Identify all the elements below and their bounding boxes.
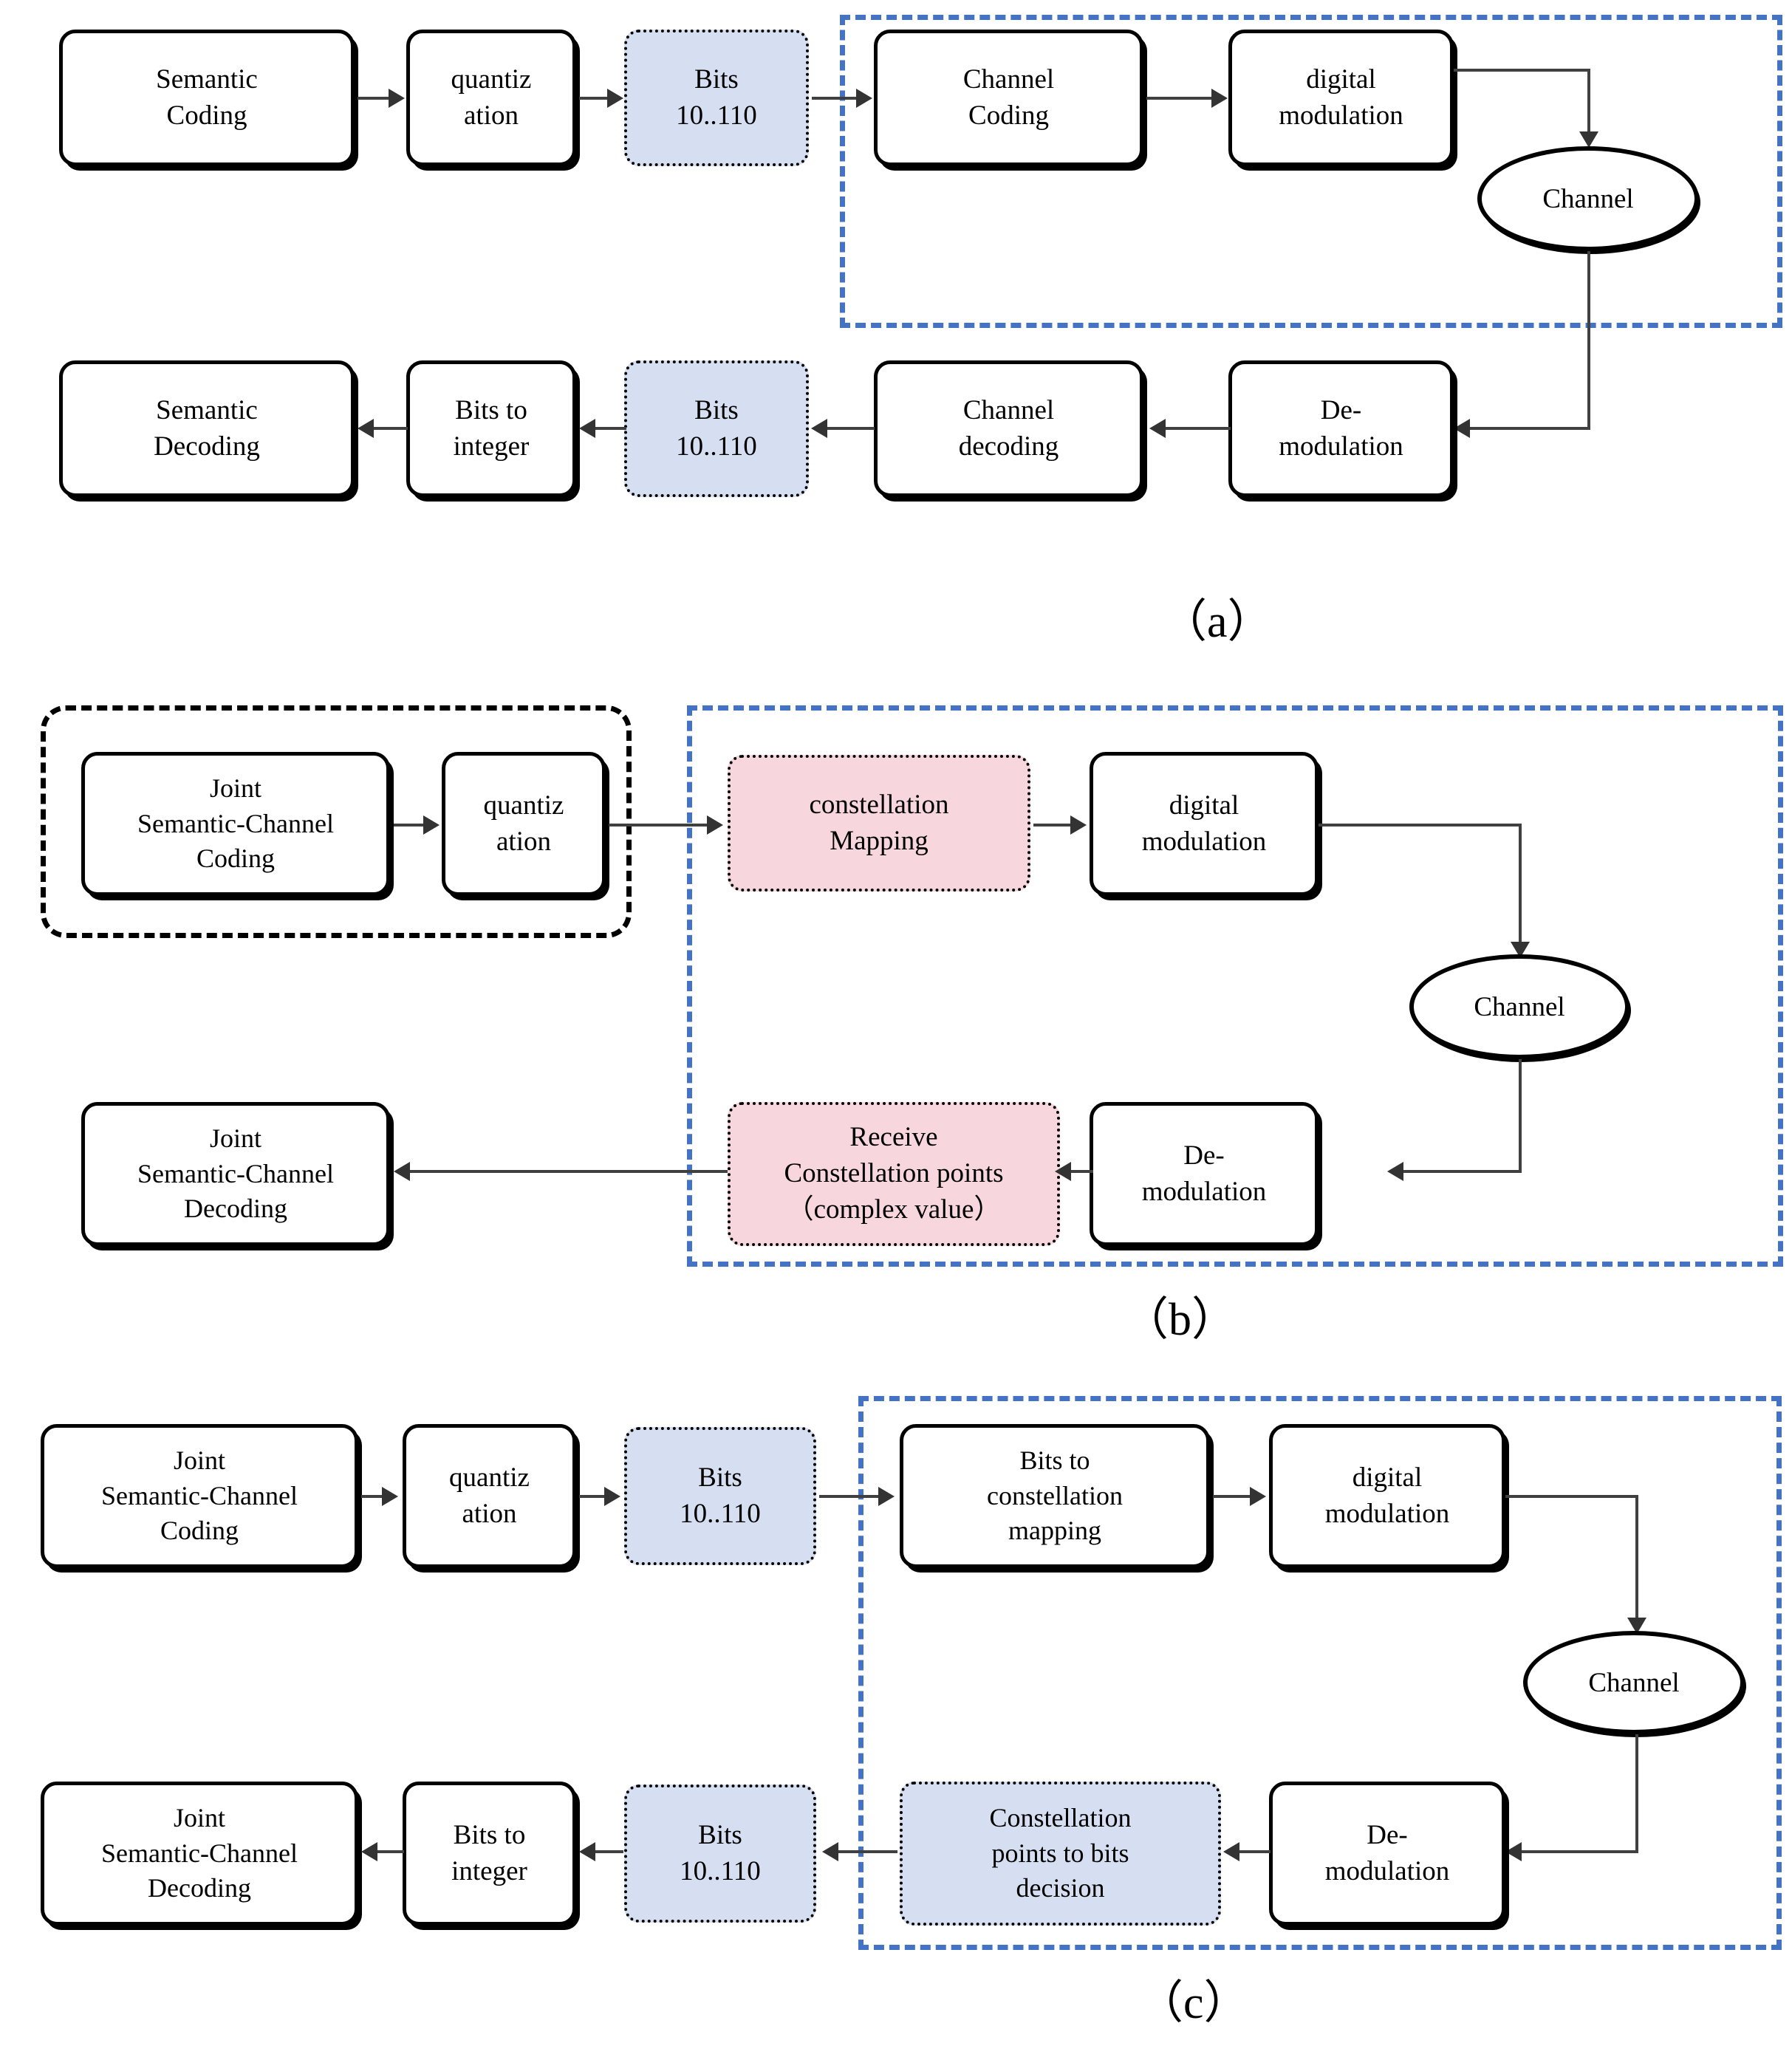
panel-a-arrowhead-5 (1579, 131, 1598, 148)
panel-a-connector-6h (1470, 427, 1590, 430)
panel-a-connector-4 (1146, 97, 1213, 100)
panel-a-arrowhead-9 (579, 419, 595, 438)
panel-a-arrowhead-2 (607, 89, 623, 108)
panel-b-connector-5h (1403, 1170, 1522, 1173)
panel-a-arrowhead-8 (811, 419, 827, 438)
panel-b-semantic-layer-frame (41, 705, 632, 938)
panel-c-connector-2 (579, 1495, 606, 1498)
panel-b-connector-3 (1033, 824, 1072, 827)
panel-b-arrowhead-7 (394, 1162, 410, 1181)
panel-a-arrowhead-6 (1454, 419, 1470, 438)
panel-c-caption: （c） (1138, 1978, 1250, 2028)
panel-b-arrowhead-5 (1387, 1162, 1403, 1181)
panel-b-connector-2 (609, 824, 708, 827)
panel-a-physical-layer-frame (840, 15, 1782, 328)
panel-c-arrowhead-2 (604, 1487, 620, 1506)
panel-c-connector-6h (1522, 1850, 1638, 1853)
panel-a-arrowhead-10 (358, 419, 374, 438)
panel-a-caption: （a） (1161, 597, 1273, 647)
panel-c-connector-4 (1213, 1495, 1251, 1498)
panel-b-node-de-modulation[interactable]: De-modulation (1090, 1102, 1319, 1246)
panel-c-arrowhead-5 (1627, 1618, 1646, 1634)
panel-a-connector-3 (812, 97, 858, 100)
panel-a-arrowhead-1 (389, 89, 405, 108)
panel-a-channel-ellipse[interactable]: Channel (1477, 146, 1699, 251)
panel-c-connector-1 (361, 1495, 383, 1498)
panel-b-physical-layer-frame (687, 705, 1783, 1267)
panel-b-arrowhead-2 (707, 815, 723, 835)
panel-a-connector-8 (827, 427, 875, 430)
panel-c-node-de-modulation[interactable]: De-modulation (1269, 1782, 1505, 1926)
panel-c-connector-5h (1505, 1495, 1638, 1498)
panel-b-connector-1 (394, 824, 425, 827)
panel-a-arrowhead-3 (856, 89, 872, 108)
panel-c-arrowhead-9 (579, 1842, 595, 1861)
panel-b-connector-4h (1319, 824, 1522, 827)
panel-c-connector-9 (595, 1850, 623, 1853)
panel-b-connector-5v (1519, 1059, 1522, 1172)
panel-c-physical-layer-frame (858, 1396, 1782, 1950)
panel-c-arrowhead-7 (1223, 1842, 1239, 1861)
panel-a-connector-10 (374, 427, 408, 430)
panel-b-arrowhead-3 (1070, 815, 1087, 835)
panel-b-connector-7 (410, 1170, 728, 1173)
panel-b-arrowhead-6 (1055, 1162, 1071, 1181)
panel-b-arrowhead-1 (423, 815, 440, 835)
panel-c-arrowhead-8 (822, 1842, 838, 1861)
panel-c-arrowhead-3 (878, 1487, 895, 1506)
panel-a-connector-9 (595, 427, 626, 430)
panel-c-arrowhead-1 (382, 1487, 398, 1506)
panel-a-arrowhead-7 (1149, 419, 1166, 438)
panel-c-connector-5v (1635, 1495, 1638, 1621)
panel-a-node-de-modulation[interactable]: De-modulation (1228, 360, 1454, 497)
panel-a-connector-1 (358, 97, 390, 100)
panel-a-connector-2 (579, 97, 609, 100)
panel-a-arrowhead-4 (1211, 89, 1228, 108)
panel-a-connector-6v (1587, 251, 1590, 428)
panel-c-connector-3 (819, 1495, 880, 1498)
panel-c-connector-7 (1239, 1850, 1271, 1853)
panel-b-channel-ellipse[interactable]: Channel (1409, 954, 1629, 1059)
panel-a-connector-5h (1454, 69, 1590, 72)
panel-c-connector-10 (377, 1850, 404, 1853)
panel-a-connector-5v (1587, 69, 1590, 135)
panel-b-connector-4v (1519, 824, 1522, 945)
panel-c-channel-ellipse[interactable]: Channel (1523, 1631, 1745, 1734)
panel-c-connector-6v (1635, 1734, 1638, 1852)
panel-c-connector-8 (838, 1850, 897, 1853)
panel-b-connector-6 (1071, 1170, 1093, 1173)
panel-c-arrowhead-6 (1505, 1842, 1522, 1861)
panel-a-connector-7 (1166, 427, 1231, 430)
panel-c-arrowhead-4 (1250, 1487, 1266, 1506)
panel-b-caption: （b） (1123, 1295, 1238, 1345)
panel-c-arrowhead-10 (361, 1842, 377, 1861)
